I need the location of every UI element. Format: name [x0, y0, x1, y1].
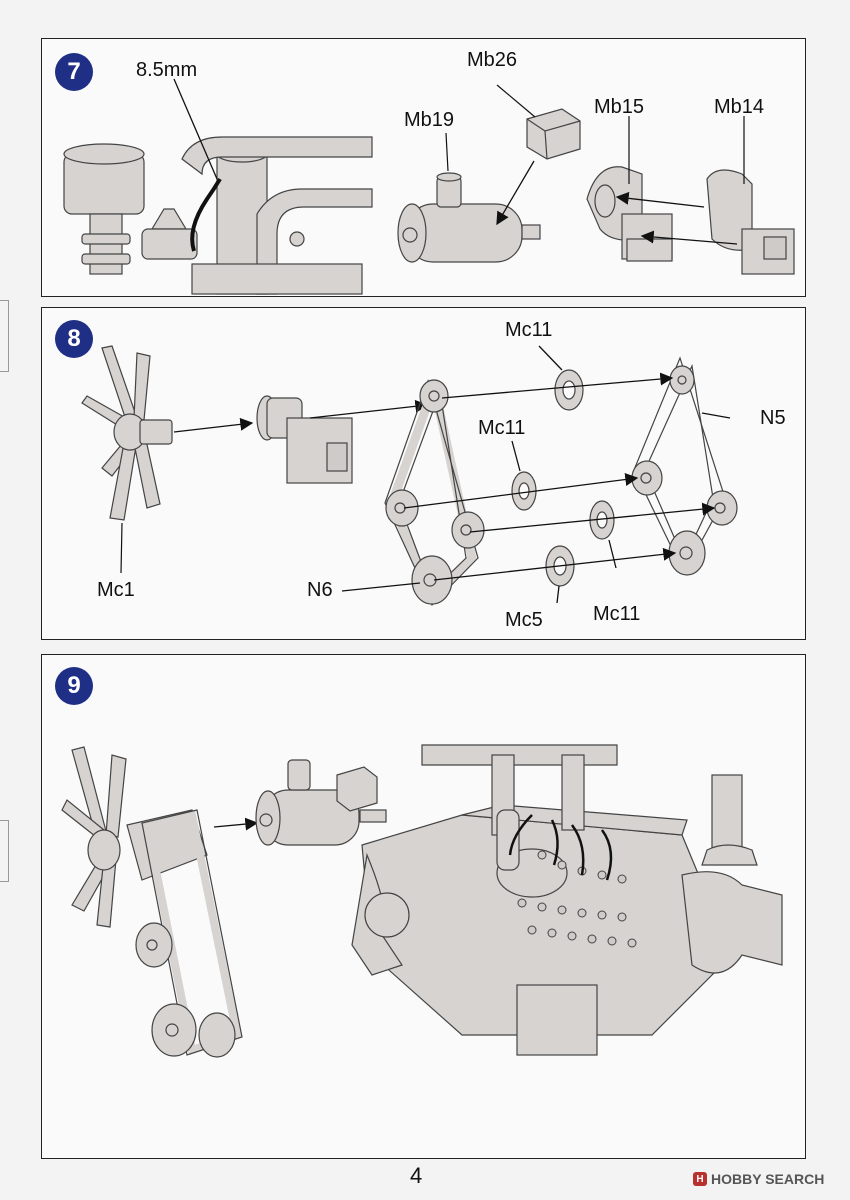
washers: [511, 369, 615, 587]
pulley-bracket: [256, 395, 353, 484]
pulleys-left: [385, 379, 485, 605]
label-mb14: Mb14: [714, 96, 765, 118]
alternator: [255, 759, 387, 846]
label-mb26: Mb26: [467, 49, 518, 71]
step-7-panel: 7: [41, 38, 806, 297]
label-mc5: Mc5: [505, 609, 543, 631]
binder-mark: [0, 820, 9, 882]
wire: [190, 177, 222, 252]
mb14-part: [706, 169, 795, 275]
label-n6: N6: [307, 579, 333, 601]
step-8-badge: 8: [55, 320, 93, 358]
binder-mark: [0, 300, 9, 372]
page-number: 4: [410, 1163, 423, 1188]
label-mb19: Mb19: [404, 109, 455, 131]
watermark: H HOBBY SEARCH: [693, 1171, 824, 1187]
step-8-illustration: [81, 345, 738, 607]
step-8-panel: 8: [41, 307, 806, 640]
hobby-search-logo-icon: H: [693, 1172, 707, 1186]
fan-mc1: [81, 345, 173, 521]
label-n5: N5: [760, 407, 786, 429]
step-7-illustration: [63, 78, 795, 295]
label-mc1: Mc1: [97, 579, 135, 601]
step-9-badge: 9: [55, 667, 93, 705]
cylinder-studs: [517, 850, 637, 948]
mb19-part: [397, 172, 541, 263]
mb26-part: [526, 108, 581, 160]
step-9-panel: 9: [41, 654, 806, 1159]
pulleys-right: [631, 365, 738, 576]
spark-wires: [508, 814, 613, 881]
label-mb15: Mb15: [594, 96, 645, 118]
label-8-5mm: 8.5mm: [136, 59, 198, 81]
label-mc11-top: Mc11: [505, 319, 553, 341]
engine-closeup: [63, 136, 373, 295]
label-mc11-bottom: Mc11: [593, 603, 641, 625]
step-9-illustration: [61, 744, 783, 1058]
step-7-badge: 7: [55, 53, 93, 91]
watermark-text: HOBBY SEARCH: [711, 1171, 825, 1187]
label-mc11-middle: Mc11: [478, 417, 526, 439]
fan-belt-assembly: [61, 746, 243, 1058]
engine-block: [351, 744, 783, 1056]
